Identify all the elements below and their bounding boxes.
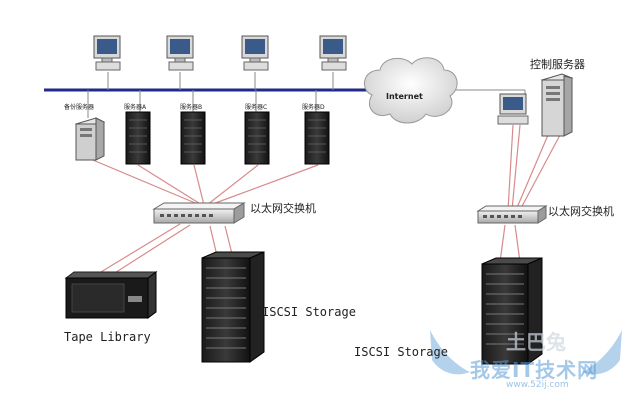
ethernet-switch-right xyxy=(476,205,548,224)
backup-server xyxy=(74,117,106,161)
server-drops xyxy=(87,90,317,118)
label-server-d: 服务器D xyxy=(302,104,325,111)
label-internet: Internet xyxy=(386,92,423,101)
label-control-server: 控制服务器 xyxy=(530,58,585,71)
label-switch-right: 以太网交换机 xyxy=(548,205,614,218)
internet-cloud-icon xyxy=(364,57,458,124)
watermark-logo-text: 土巴兔 xyxy=(506,330,566,354)
workstation-2 xyxy=(166,35,194,71)
tape-library xyxy=(64,271,158,319)
label-server-b: 服务器B xyxy=(180,104,203,111)
ethernet-switch-left xyxy=(152,202,246,224)
watermark-url: www.52ij.com xyxy=(506,380,569,390)
label-switch-left: 以太网交换机 xyxy=(250,202,316,215)
workstation-1 xyxy=(93,35,121,71)
server-b xyxy=(180,111,206,165)
left-server-cables xyxy=(87,157,319,277)
watermark-brand: 我爱IT技术网 xyxy=(470,358,599,382)
iscsi-storage-right xyxy=(481,257,543,365)
label-server-a: 服务器A xyxy=(124,104,147,111)
server-a xyxy=(125,111,151,165)
server-c xyxy=(244,111,270,165)
label-tape-library: Tape Library xyxy=(64,330,151,344)
workstation-4 xyxy=(319,35,347,71)
workstation-3 xyxy=(241,35,269,71)
watermark-logo-icon xyxy=(430,330,622,375)
iscsi-storage-left xyxy=(201,251,265,363)
server-d xyxy=(304,111,330,165)
control-server xyxy=(540,73,574,137)
workstation-drops xyxy=(107,72,334,90)
label-backup-server: 备份服务器 xyxy=(64,104,95,111)
workstation-right xyxy=(497,93,529,125)
right-cables xyxy=(499,124,561,263)
label-iscsi-right: ISCSI Storage xyxy=(354,345,448,359)
label-iscsi-left: ISCSI Storage xyxy=(262,305,356,319)
label-server-c: 服务器C xyxy=(245,104,268,111)
